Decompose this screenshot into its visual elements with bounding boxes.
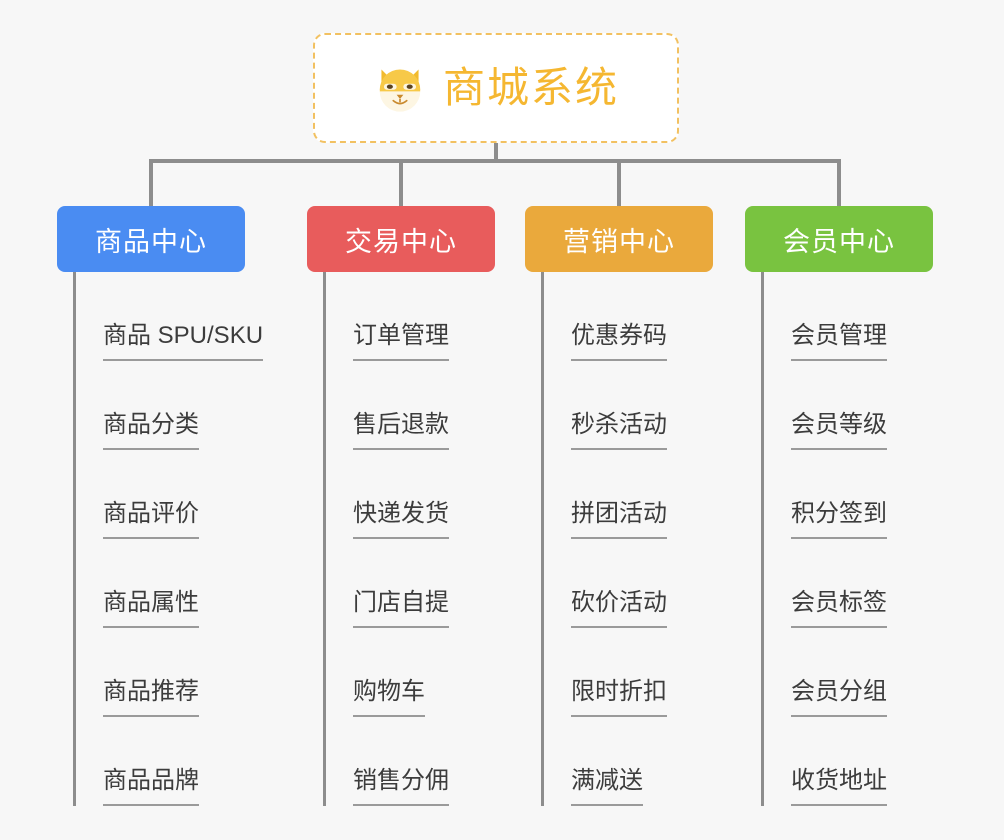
branch-column-4: 会员中心 会员管理 会员等级 积分签到 会员标签 会员分组 收货地址 [745, 206, 933, 806]
leaf-label: 拼团活动 [571, 502, 667, 539]
leaf-label: 商品 SPU/SKU [103, 324, 264, 361]
leaf-label: 会员标签 [791, 591, 887, 628]
branch-column-2: 交易中心 订单管理 售后退款 快递发货 门店自提 购物车 销售分佣 [307, 206, 495, 806]
leaf-label: 积分签到 [791, 502, 887, 539]
list-item[interactable]: 优惠券码 [541, 272, 713, 361]
connector-root-stem [494, 143, 498, 162]
leaf-label: 限时折扣 [571, 680, 667, 717]
list-item[interactable]: 会员等级 [761, 361, 933, 450]
connector-drop-4 [837, 159, 841, 208]
list-item[interactable]: 商品分类 [73, 361, 245, 450]
list-item[interactable]: 购物车 [323, 628, 495, 717]
list-item[interactable]: 限时折扣 [541, 628, 713, 717]
category-label-2: 交易中心 [345, 226, 457, 257]
category-box-4[interactable]: 会员中心 [745, 206, 933, 272]
leaf-stack-2: 订单管理 售后退款 快递发货 门店自提 购物车 销售分佣 [323, 272, 495, 806]
list-item[interactable]: 收货地址 [761, 717, 933, 806]
leaf-label: 销售分佣 [353, 769, 449, 806]
category-label-4: 会员中心 [783, 226, 895, 257]
list-item[interactable]: 积分签到 [761, 450, 933, 539]
leaf-spine-1 [73, 272, 76, 806]
leaf-label: 会员管理 [791, 324, 887, 361]
list-item[interactable]: 售后退款 [323, 361, 495, 450]
root-node-title: 商城系统 [442, 64, 619, 111]
list-item[interactable]: 销售分佣 [323, 717, 495, 806]
leaf-label: 购物车 [353, 680, 425, 717]
connector-drop-1 [149, 159, 153, 208]
list-item[interactable]: 砍价活动 [541, 539, 713, 628]
leaf-label: 满减送 [571, 769, 643, 806]
list-item[interactable]: 商品推荐 [73, 628, 245, 717]
category-label-1: 商品中心 [95, 226, 207, 257]
leaf-label: 商品评价 [103, 502, 199, 539]
leaf-stack-3: 优惠券码 秒杀活动 拼团活动 砍价活动 限时折扣 满减送 [541, 272, 713, 806]
leaf-spine-4 [761, 272, 764, 806]
category-box-1[interactable]: 商品中心 [57, 206, 245, 272]
leaf-label: 会员分组 [791, 680, 887, 717]
shiba-dog-face-icon [373, 61, 427, 115]
leaf-spine-3 [541, 272, 544, 806]
leaf-label: 砍价活动 [571, 591, 667, 628]
leaf-label: 秒杀活动 [571, 413, 667, 450]
leaf-label: 商品属性 [103, 591, 199, 628]
branch-column-3: 营销中心 优惠券码 秒杀活动 拼团活动 砍价活动 限时折扣 满减送 [525, 206, 713, 806]
leaf-label: 收货地址 [791, 769, 887, 806]
leaf-label: 优惠券码 [571, 324, 667, 361]
list-item[interactable]: 会员管理 [761, 272, 933, 361]
category-box-2[interactable]: 交易中心 [307, 206, 495, 272]
list-item[interactable]: 拼团活动 [541, 450, 713, 539]
leaf-label: 商品品牌 [103, 769, 199, 806]
connector-horizontal-bus [149, 159, 839, 163]
leaf-stack-1: 商品 SPU/SKU 商品分类 商品评价 商品属性 商品推荐 商品品牌 [73, 272, 264, 806]
root-node-mall-system[interactable]: 商城系统 [313, 33, 679, 143]
leaf-label: 订单管理 [353, 324, 449, 361]
list-item[interactable]: 商品品牌 [73, 717, 245, 806]
list-item[interactable]: 满减送 [541, 717, 713, 806]
leaf-label: 会员等级 [791, 413, 887, 450]
list-item[interactable]: 秒杀活动 [541, 361, 713, 450]
category-box-3[interactable]: 营销中心 [525, 206, 713, 272]
list-item[interactable]: 会员标签 [761, 539, 933, 628]
list-item[interactable]: 会员分组 [761, 628, 933, 717]
branch-column-1: 商品中心 商品 SPU/SKU 商品分类 商品评价 商品属性 商品推荐 商品品牌 [57, 206, 264, 806]
list-item[interactable]: 订单管理 [323, 272, 495, 361]
category-label-3: 营销中心 [563, 226, 675, 257]
connector-drop-2 [399, 159, 403, 208]
list-item[interactable]: 商品评价 [73, 450, 245, 539]
leaf-stack-4: 会员管理 会员等级 积分签到 会员标签 会员分组 收货地址 [761, 272, 933, 806]
leaf-label: 商品推荐 [103, 680, 199, 717]
leaf-spine-2 [323, 272, 326, 806]
leaf-label: 售后退款 [353, 413, 449, 450]
leaf-label: 门店自提 [353, 591, 449, 628]
leaf-label: 快递发货 [353, 502, 449, 539]
list-item[interactable]: 快递发货 [323, 450, 495, 539]
list-item[interactable]: 门店自提 [323, 539, 495, 628]
list-item[interactable]: 商品属性 [73, 539, 245, 628]
connector-drop-3 [617, 159, 621, 208]
leaf-label: 商品分类 [103, 413, 199, 450]
list-item[interactable]: 商品 SPU/SKU [73, 272, 264, 361]
